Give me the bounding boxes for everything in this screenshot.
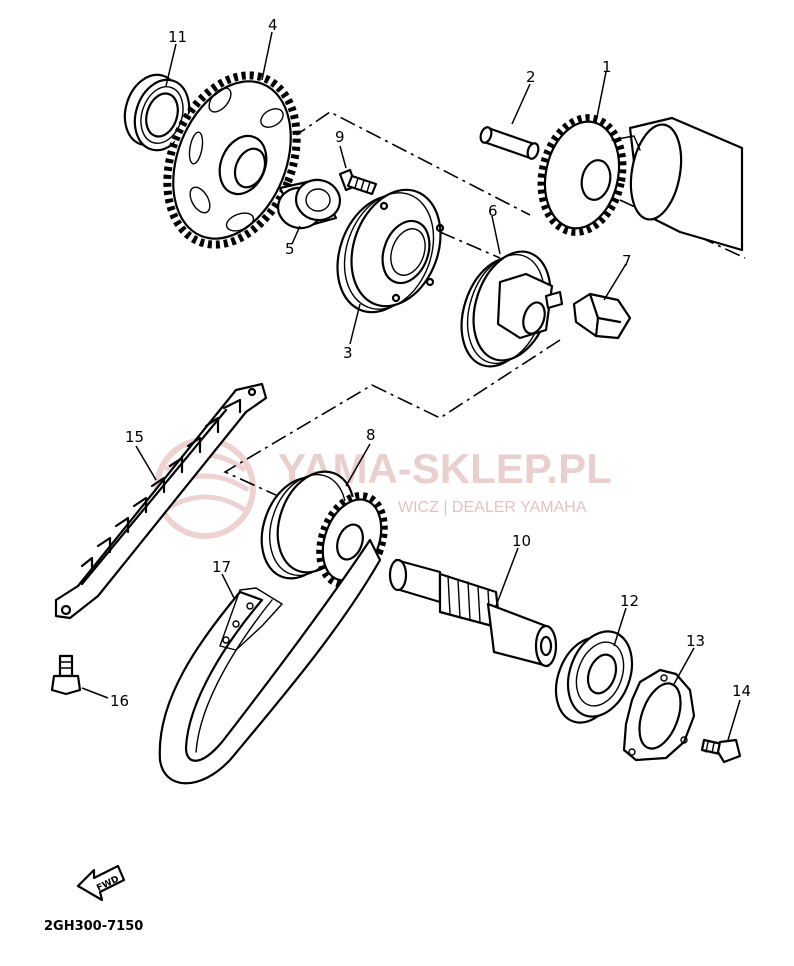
part-7-damper [572,292,632,340]
part-17-chain [158,538,382,785]
part-15-chain-guide [54,382,268,620]
part-1-gear [537,114,744,252]
callout-9: 9 [335,128,345,146]
callout-15: 15 [125,428,144,446]
callout-labels: 11 4 2 1 9 5 6 7 3 15 8 10 12 13 14 17 1… [110,16,751,710]
leader-lines [81,31,741,741]
callout-16: 16 [110,692,129,710]
part-3-clutch [336,188,445,314]
callout-11: 11 [168,28,187,46]
callout-12: 12 [620,592,639,610]
callout-17: 17 [212,558,231,576]
fwd-arrow-icon: FWD [76,864,126,902]
part-13-plate [622,668,696,762]
part-12-bearing [554,630,634,724]
part-2-pin [479,126,540,160]
callout-7: 7 [622,252,632,270]
callout-13: 13 [686,632,705,650]
watermark-subtitle: WICZ | DEALER YAMAHA [398,499,587,516]
part-11-bearing [123,73,191,152]
callout-6: 6 [488,202,498,220]
part-5-bushing [276,178,342,230]
callout-2: 2 [526,68,536,86]
part-14-bolt [700,738,742,764]
part-6-wheel [460,250,564,368]
part-4-gear [163,71,301,249]
callout-4: 4 [268,16,278,34]
part-10-shaft [388,558,558,668]
callout-14: 14 [732,682,751,700]
part-9-screw [338,168,378,196]
drawing-code: 2GH300-7150 [44,919,143,934]
callout-3: 3 [343,344,353,362]
callout-10: 10 [512,532,531,550]
callout-1: 1 [602,58,612,76]
watermark: YAMA-SKLEP.PL WICZ | DEALER YAMAHA [154,437,612,539]
callout-8: 8 [366,426,376,444]
callout-5: 5 [285,240,295,258]
part-16-bolt [50,654,82,696]
